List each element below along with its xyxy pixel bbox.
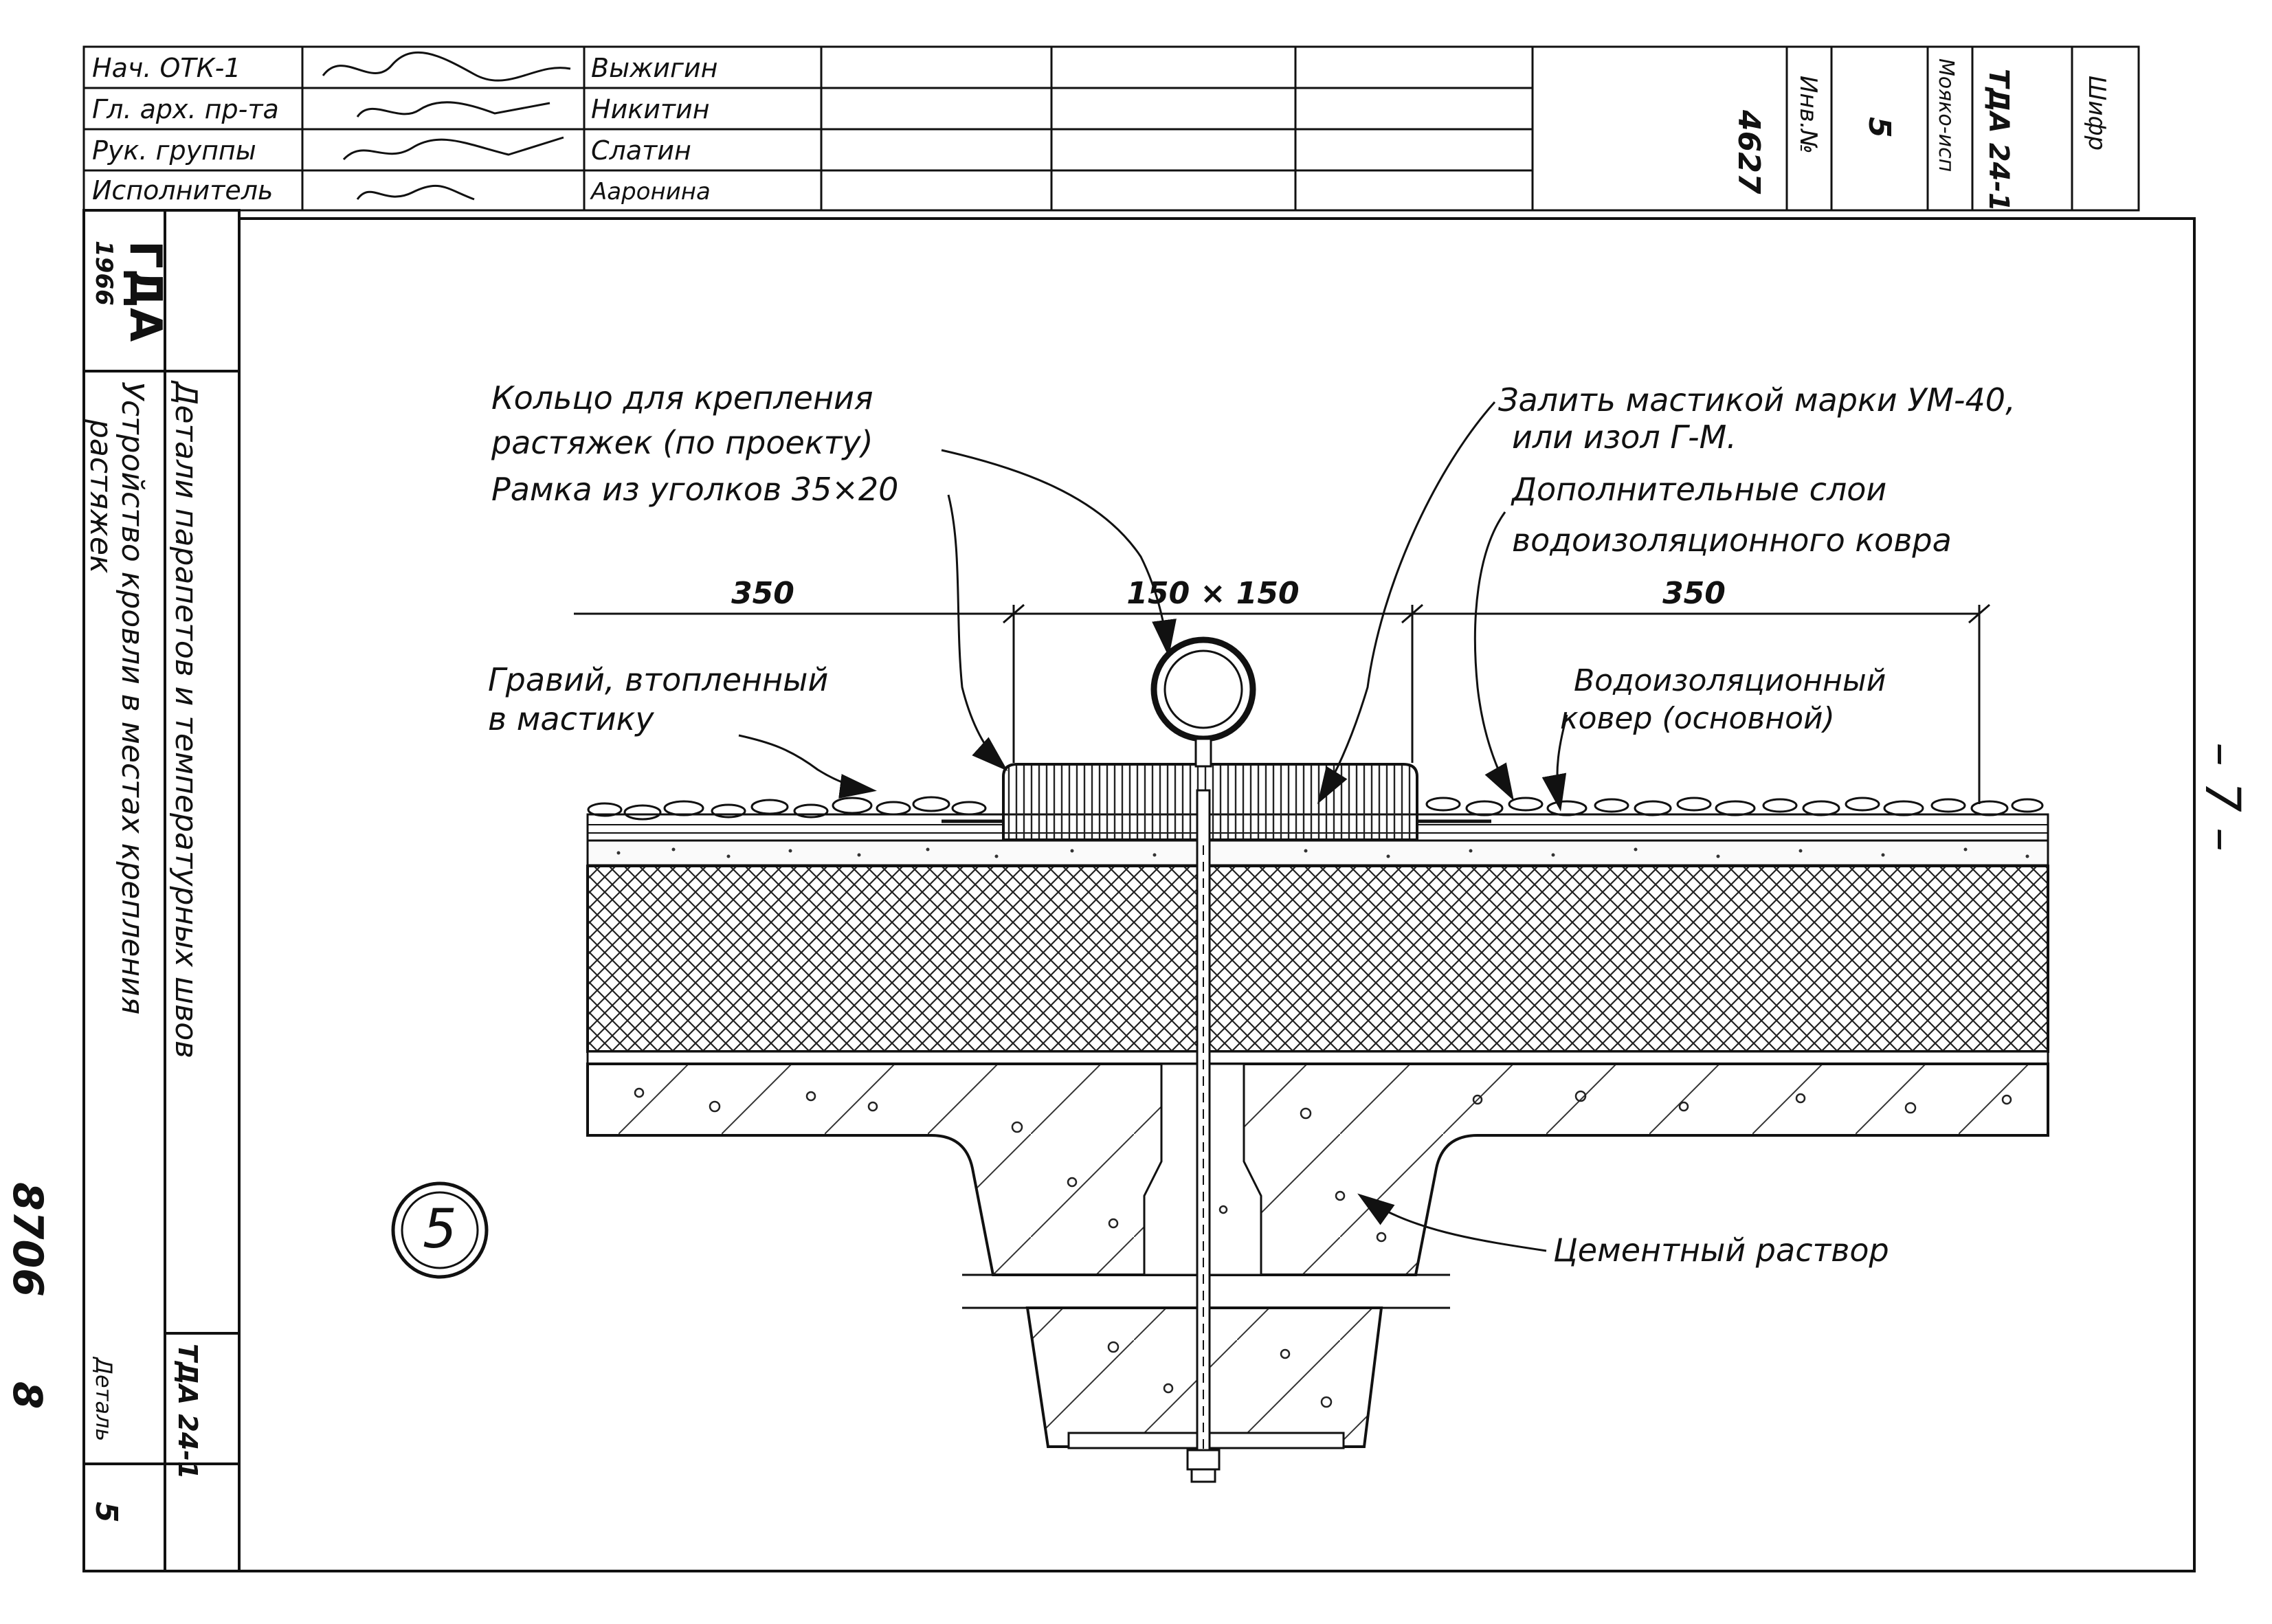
signature	[356, 184, 475, 201]
leader-lines	[738, 401, 1568, 1252]
gravel	[587, 796, 2044, 821]
page-number: – 7 –	[2194, 742, 2251, 852]
callout-carpet-line1: Водоизоляционный	[1574, 663, 1886, 698]
callout-frame: Рамка из уголков 35×20	[491, 471, 898, 508]
role-label: Рук. группы	[92, 135, 256, 166]
inventory-label: Инв.№	[1794, 76, 1822, 154]
archive-number: 8706	[3, 1182, 52, 1297]
callout-ring-line2: растяжек (по проекту)	[491, 424, 873, 461]
detail-marker: 5	[391, 1181, 489, 1279]
screed-dots	[616, 847, 2029, 858]
archive-sub: 8	[4, 1381, 51, 1409]
anchor-rod	[1196, 789, 1211, 1451]
callout-extra-line1: Дополнительные слои	[1511, 471, 1886, 508]
signature	[342, 136, 564, 161]
main-frame	[82, 209, 2196, 1572]
insulation-layer	[586, 865, 2049, 1053]
title-block-names: Выжигин Никитин Слатин Ааронина	[590, 53, 718, 205]
callout-extra-line2: водоизоляционного ковра	[1512, 522, 1952, 559]
name-label: Никитин	[591, 94, 710, 124]
detail-marker-number: 5	[423, 1199, 457, 1260]
callouts: Кольцо для крепления растяжек (по проект…	[488, 379, 2016, 1269]
callout-gravel-line1: Гравий, втопленный	[488, 661, 828, 698]
signature	[322, 51, 571, 82]
side-detail-number: 5	[89, 1502, 124, 1523]
callout-carpet-line2: ковер (основной)	[1560, 701, 1835, 736]
side-title-line-3: растяжек	[83, 419, 118, 574]
side-title-line-1: Детали парапетов и температурных швов	[168, 380, 203, 1058]
dimension-lines	[574, 603, 1990, 804]
dimension-right: 350	[1662, 576, 1726, 611]
name-label: Выжигин	[591, 53, 718, 83]
sheet-number: 5	[1862, 117, 1897, 138]
aggregate-marks	[634, 1087, 2012, 1408]
roof-section	[586, 636, 2049, 1483]
screed-layer	[586, 839, 2049, 867]
side-title-line-2: Устройство кровли в местах крепления	[115, 381, 150, 1014]
inventory-number: 4627	[1731, 109, 1766, 194]
title-code: ТДА 24-1	[1983, 69, 2014, 212]
callout-ring-line1: Кольцо для крепления	[491, 379, 873, 416]
role-label: Исполнитель	[92, 175, 273, 205]
role-label: Гл. арх. пр-та	[92, 94, 279, 124]
callout-fill-line1: Залить мастикой марки УМ-40,	[1498, 381, 2016, 419]
side-detail-label: Деталь	[91, 1356, 117, 1441]
cipher-label: Шифр	[2083, 76, 2110, 151]
side-year: 1966	[90, 241, 118, 306]
title-block-roles: Нач. ОТК-1 Гл. арх. пр-та Рук. группы Ис…	[92, 53, 279, 205]
role-label: Нач. ОТК-1	[92, 53, 241, 83]
callout-mortar: Цементный раствор	[1553, 1232, 1889, 1269]
callout-gravel-line2: в мастику	[488, 700, 654, 737]
name-label: Слатин	[591, 135, 691, 166]
vapor-barrier	[586, 1050, 2049, 1065]
title-block	[82, 45, 2140, 212]
anchor-nut	[1186, 1449, 1221, 1471]
album-label: Мояко-исп	[1934, 58, 1958, 172]
dimension-left: 350	[731, 576, 794, 611]
dimension-center: 150 × 150	[1126, 576, 1299, 611]
signature	[356, 101, 550, 118]
signatures	[322, 51, 571, 201]
anchor-ring	[1150, 636, 1256, 742]
side-code: ТДА 24-1	[172, 1344, 203, 1480]
callout-fill-line2: или изол Г-М.	[1512, 419, 1737, 456]
side-logo: ГДА	[120, 241, 170, 342]
name-label: Ааронина	[590, 178, 711, 205]
